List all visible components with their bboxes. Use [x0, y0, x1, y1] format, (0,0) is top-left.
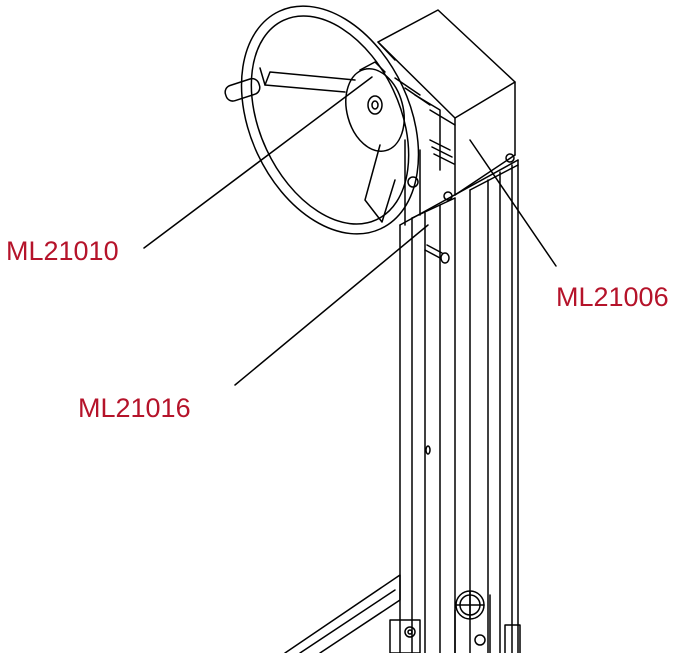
- leader-line-gear-housing: [469, 139, 557, 267]
- hand-wheel: [224, 5, 431, 235]
- callout-ml21010: ML21010: [6, 236, 119, 266]
- lower-gear: [389, 590, 491, 654]
- leader-line-column: [234, 224, 429, 386]
- leader-line-handwheel: [143, 76, 373, 249]
- callout-ml21016: ML21016: [78, 393, 191, 423]
- gear-housing: [377, 9, 516, 226]
- callout-ml21006: ML21006: [556, 282, 669, 312]
